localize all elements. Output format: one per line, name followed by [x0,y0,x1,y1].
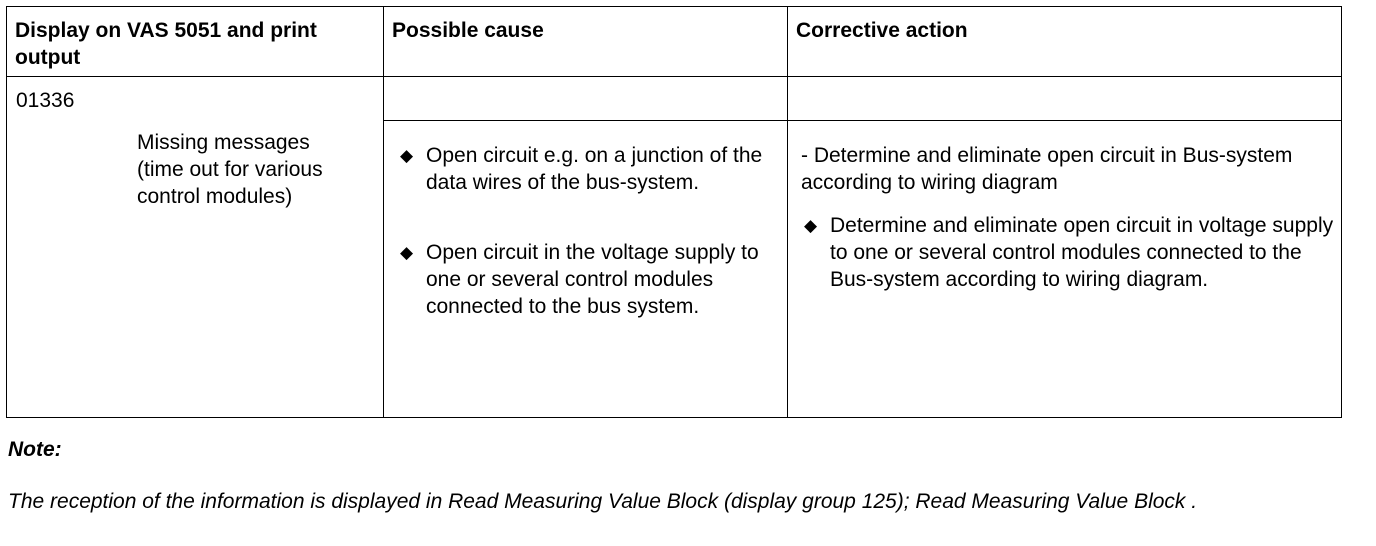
fault-code: 01336 [16,89,75,112]
cause-text: Open circuit in the voltage supply to on… [426,241,759,318]
fault-table: Display on VAS 5051 and print output Pos… [6,6,1342,418]
note-text: The reception of the information is disp… [8,490,1198,513]
header-action: Corrective action [796,19,968,42]
header-divider [7,76,1341,77]
cause-text: Open circuit e.g. on a junction of the d… [426,144,763,194]
diamond-bullet-icon: ◆ [400,146,414,165]
note-label: Note: [8,438,62,461]
subrow-divider [383,120,1341,121]
header-cause: Possible cause [392,19,544,42]
column-divider-2 [787,7,788,417]
cause-item: ◆ Open circuit e.g. on a junction of the… [400,142,780,196]
diamond-bullet-icon: ◆ [400,243,414,262]
cause-item: ◆ Open circuit in the voltage supply to … [400,239,780,320]
header-display: Display on VAS 5051 and print output [15,19,317,69]
column-divider-1 [383,7,384,417]
action-item: ◆ Determine and eliminate open circuit i… [804,212,1334,293]
action-intro: - Determine and eliminate open circuit i… [801,144,1293,194]
action-text: Determine and eliminate open circuit in … [830,214,1334,291]
diamond-bullet-icon: ◆ [804,216,818,235]
fault-message: Missing messages (time out for various c… [137,131,323,208]
